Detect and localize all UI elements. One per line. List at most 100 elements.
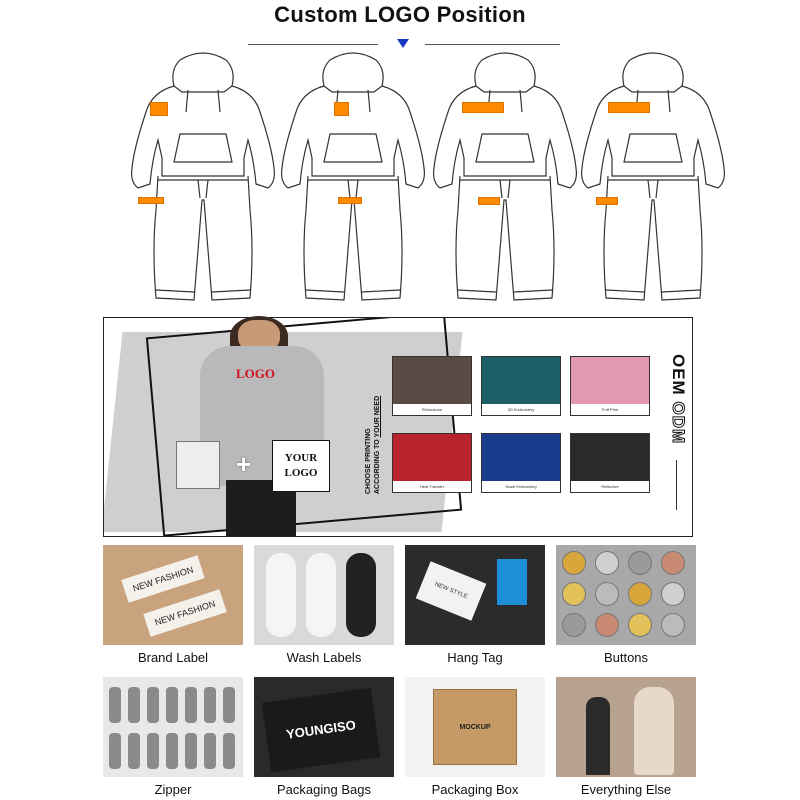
technique-image	[482, 357, 560, 405]
button-icon	[661, 551, 685, 575]
hoodie-logo-patch	[462, 102, 504, 113]
technique-image	[482, 434, 560, 482]
hoodie-logo-text: LOGO	[236, 366, 276, 381]
zipper-pull-icon	[223, 687, 235, 723]
mini-hoodie-image	[176, 441, 220, 489]
zipper-pull-icon	[109, 733, 121, 769]
oem-divider	[676, 460, 677, 510]
technique-tile: Towel Embroidery	[481, 433, 561, 493]
technique-image	[571, 357, 649, 405]
mannequin	[634, 687, 674, 775]
zipper-pull-icon	[166, 687, 178, 723]
zipper-pull-icon	[166, 733, 178, 769]
model-photo	[190, 316, 340, 536]
title-divider-right	[425, 44, 560, 45]
zipper-pull-icon	[185, 687, 197, 723]
accessory-caption: Everything Else	[580, 782, 672, 797]
technique-tile: Puff Print	[570, 356, 650, 416]
choose-line2-text: ACCORDING TO	[374, 437, 381, 494]
choose-line2: ACCORDING TO YOUR NEED	[373, 396, 382, 494]
choose-line1: CHOOSE PRINTING	[365, 428, 372, 494]
button-icon	[595, 613, 619, 637]
technique-tile: Heat Transfer	[392, 433, 472, 493]
accessory-image-zipper	[103, 677, 243, 777]
hang-tag-blue-card	[497, 559, 527, 605]
zipper-pull-icon	[109, 687, 121, 723]
accessory-image-buttons	[556, 545, 696, 645]
zipper-pull-icon	[204, 733, 216, 769]
technique-tile: Rhinestone	[392, 356, 472, 416]
technique-tile: 3D Embroidery	[481, 356, 561, 416]
technique-tile: Reflective	[570, 433, 650, 493]
zipper-pull-icon	[147, 733, 159, 769]
your-logo-box: YOUR LOGO	[272, 440, 330, 492]
accessory-caption: Zipper	[154, 782, 192, 797]
button-icon	[661, 613, 685, 637]
accessory-caption: Packaging Bags	[277, 782, 371, 797]
zipper-pull-icon	[204, 687, 216, 723]
accessory-photo	[556, 677, 696, 777]
accessory-image-hang-tag: NEW STYLE	[405, 545, 545, 645]
button-icon	[595, 551, 619, 575]
tracksuit-drawing-1	[128, 50, 278, 312]
technique-caption: 3D Embroidery	[482, 404, 560, 415]
your-logo-line2: LOGO	[284, 467, 318, 479]
zipper-pull-icon	[185, 733, 197, 769]
button-icon	[661, 582, 685, 606]
wash-label-roll	[266, 553, 296, 637]
zipper-pull-icon	[128, 733, 140, 769]
button-icon	[628, 582, 652, 606]
tailor-figure	[586, 697, 610, 775]
button-icon	[562, 613, 586, 637]
button-icon	[595, 582, 619, 606]
accessory-caption: Buttons	[603, 650, 649, 665]
technique-caption: Towel Embroidery	[482, 481, 560, 492]
pants-logo-patch	[338, 197, 362, 204]
zipper-pull-icon	[223, 733, 235, 769]
title-divider-left	[248, 44, 378, 45]
pants-logo-patch	[138, 197, 164, 204]
button-icon	[628, 551, 652, 575]
your-logo-line1: YOUR	[284, 452, 318, 464]
oem-text: OEM	[669, 354, 688, 396]
page-title: Custom LOGO Position	[274, 2, 526, 27]
technique-caption: Puff Print	[571, 404, 649, 415]
button-icon	[562, 551, 586, 575]
accessory-image-packaging-box: MOCKUP	[405, 677, 545, 777]
accessory-image-wash-labels	[254, 545, 394, 645]
technique-image	[393, 434, 471, 482]
oem-odm-label: OEM ODM	[668, 354, 689, 445]
hoodie-logo-patch	[150, 102, 168, 116]
wash-label-roll	[346, 553, 376, 637]
accessory-caption: Packaging Box	[431, 782, 519, 797]
zipper-pull-icon	[147, 687, 159, 723]
pants-logo-patch	[596, 197, 618, 205]
choose-printing-text: CHOOSE PRINTING ACCORDING TO YOUR NEED	[364, 396, 382, 494]
choose-line2-emph: YOUR NEED	[374, 395, 381, 438]
pants-logo-patch	[478, 197, 500, 205]
accessory-caption: Brand Label	[137, 650, 209, 665]
accessory-image-everything-else	[556, 677, 696, 777]
hoodie-logo-patch	[334, 102, 349, 116]
accessory-caption: Hang Tag	[447, 650, 503, 665]
tracksuit-drawing-3	[430, 50, 580, 312]
button-icon	[628, 613, 652, 637]
technique-image	[393, 357, 471, 405]
accessory-photo	[103, 545, 243, 645]
technique-caption: Rhinestone	[393, 404, 471, 415]
tracksuit-drawing-4	[578, 50, 728, 312]
title-triangle-icon	[397, 39, 409, 48]
hoodie-logo-patch	[608, 102, 650, 113]
tracksuit-drawing-2	[278, 50, 428, 312]
plus-icon: +	[236, 449, 252, 479]
technique-image	[571, 434, 649, 482]
button-icon	[562, 582, 586, 606]
technique-caption: Heat Transfer	[393, 481, 471, 492]
accessory-caption: Wash Labels	[286, 650, 362, 665]
packaging-box: MOCKUP	[433, 689, 517, 765]
wash-label-roll	[306, 553, 336, 637]
odm-text: ODM	[669, 401, 689, 445]
accessory-image-packaging-bags: YOUNGISO	[254, 677, 394, 777]
zipper-pull-icon	[128, 687, 140, 723]
